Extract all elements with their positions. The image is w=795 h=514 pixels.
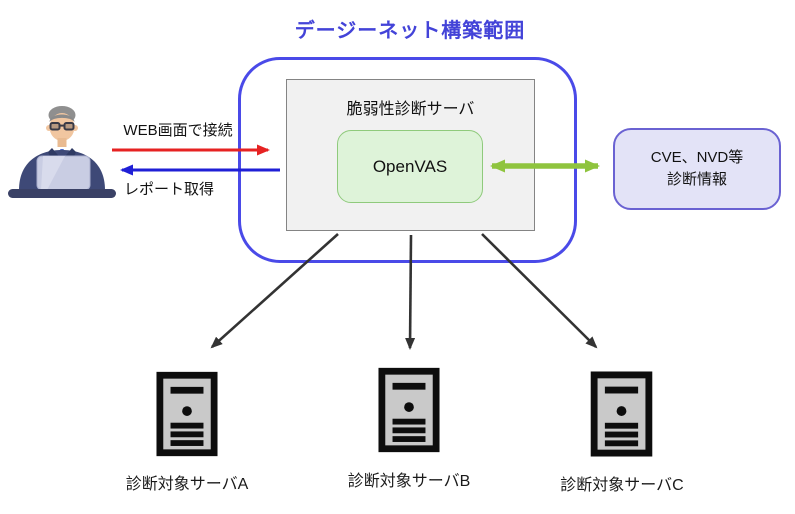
vulnerability-scan-server-label: 脆弱性診断サーバ <box>346 101 475 118</box>
openvas-box: OpenVAS <box>337 130 483 203</box>
target-server-c-icon <box>590 371 653 457</box>
target-server-b-icon <box>378 367 440 453</box>
web-connect-label: WEB画面で接続 <box>123 122 233 139</box>
target-server-a-label: 診断対象サーバA <box>125 476 249 493</box>
target-server-a-icon <box>156 371 218 457</box>
openvas-label: OpenVAS <box>372 156 448 176</box>
cve-nvd-info-box: CVE、NVD等 診断情報 <box>613 128 781 210</box>
target-server-c-label: 診断対象サーバC <box>560 477 684 494</box>
cve-nvd-line2: 診断情報 <box>666 171 727 188</box>
report-fetch-label: レポート取得 <box>123 181 214 198</box>
diagram-title: デージーネット構築範囲 <box>294 20 526 42</box>
cve-nvd-line1: CVE、NVD等 <box>650 148 744 166</box>
target-server-b-label: 診断対象サーバB <box>347 473 471 490</box>
vulnerability-scan-server-box: 脆弱性診断サーバ <box>286 79 535 231</box>
person-at-laptop-icon <box>8 106 116 198</box>
